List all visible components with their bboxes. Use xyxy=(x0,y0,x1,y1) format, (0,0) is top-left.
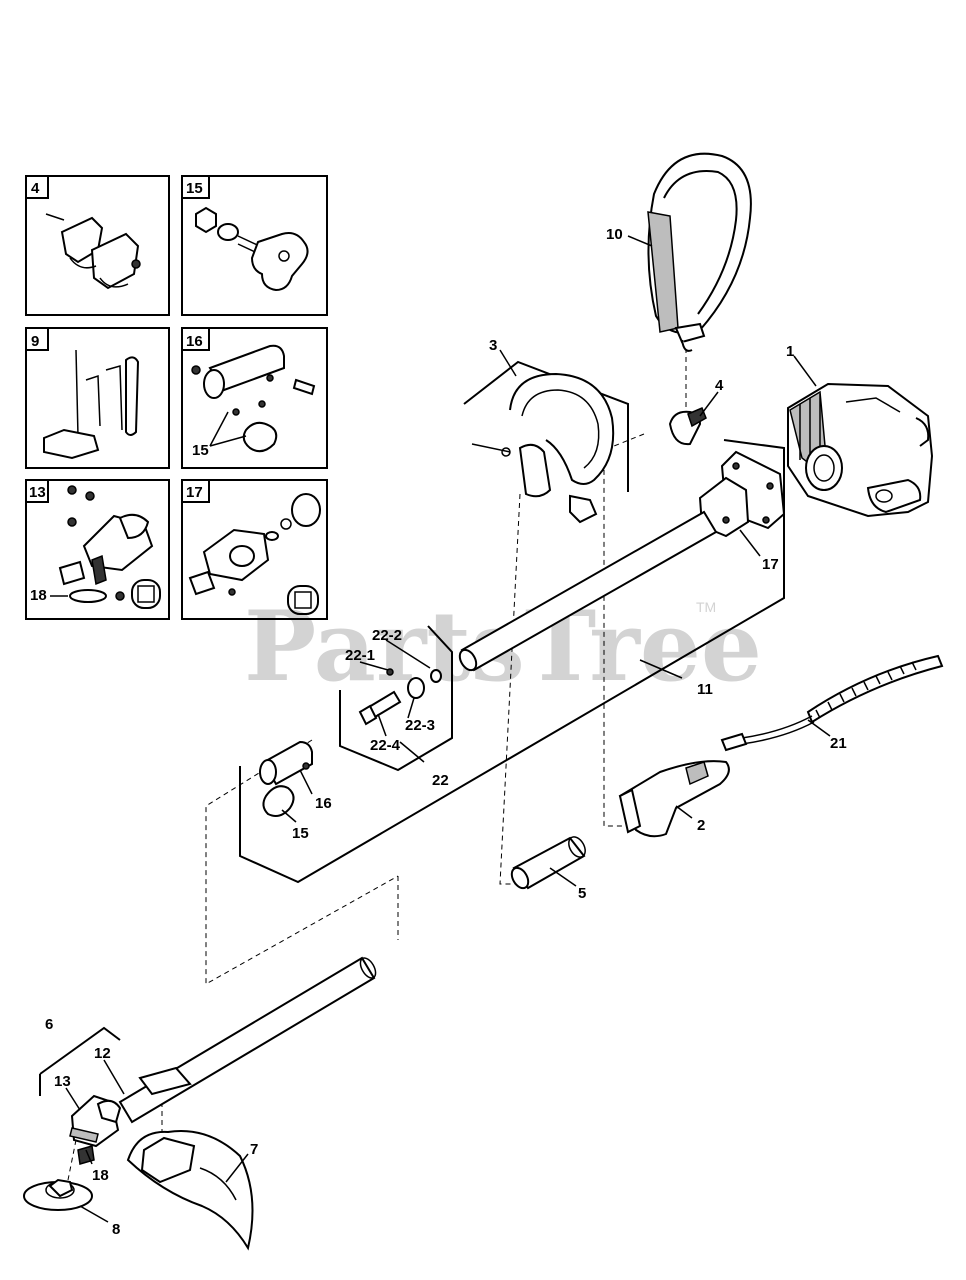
callout-22-2: 22-2 xyxy=(372,627,402,644)
callout-22: 22 xyxy=(432,772,449,789)
clutch-housing-part[interactable] xyxy=(698,450,786,538)
callout-leaders xyxy=(65,235,831,1223)
throttle-cable-part[interactable] xyxy=(720,654,944,752)
tube-clamp-icon xyxy=(191,344,316,453)
knob-part[interactable] xyxy=(262,785,295,817)
debris-shield-part[interactable] xyxy=(126,1130,254,1251)
callout-13: 13 xyxy=(54,1073,71,1090)
inset13-callout-18: 18 xyxy=(30,587,47,604)
coupler-assembly-part[interactable] xyxy=(358,668,442,726)
callout-2: 2 xyxy=(697,817,705,834)
callout-1: 1 xyxy=(786,343,794,360)
clamp-bracket-icon xyxy=(45,213,141,290)
callout-8: 8 xyxy=(112,1221,120,1238)
gearbox-part[interactable] xyxy=(69,1094,122,1148)
callout-3: 3 xyxy=(489,337,497,354)
assembly-frame-22 xyxy=(339,625,453,772)
callout-15: 15 xyxy=(292,825,309,842)
lower-shaft-part[interactable] xyxy=(118,955,379,1124)
callout-17: 17 xyxy=(762,556,779,573)
assembly-frame-6 xyxy=(39,1026,121,1096)
callout-6: 6 xyxy=(45,1016,53,1033)
callout-10: 10 xyxy=(606,226,623,243)
inset-label-13: 13 xyxy=(29,484,46,501)
callout-18: 18 xyxy=(92,1167,109,1184)
callout-21: 21 xyxy=(830,735,847,752)
engine-part[interactable] xyxy=(787,382,934,518)
callout-16: 16 xyxy=(315,795,332,812)
inset-part-13[interactable]: 13 18 xyxy=(25,479,170,620)
inset-part-9[interactable]: 9 xyxy=(25,327,170,469)
watermark-trademark: TM xyxy=(696,599,716,615)
callout-22-3: 22-3 xyxy=(405,717,435,734)
inset-part-16[interactable]: 16 15 xyxy=(181,327,328,469)
strap-clamp-part[interactable] xyxy=(668,407,707,446)
inset-part-17[interactable]: 17 xyxy=(181,479,328,620)
callout-22-4: 22-4 xyxy=(370,737,401,754)
inset-label-17: 17 xyxy=(186,484,203,501)
throttle-handle-part[interactable] xyxy=(618,760,730,838)
inset-label-9: 9 xyxy=(31,333,39,350)
inset-part-4[interactable]: 4 xyxy=(25,175,170,316)
grip-part[interactable] xyxy=(508,834,588,891)
coupler-ring-22-3[interactable] xyxy=(407,677,425,699)
knob-bolt-icon xyxy=(195,206,309,292)
inset-label-4: 4 xyxy=(31,180,40,197)
callout-12: 12 xyxy=(94,1045,111,1062)
trimmer-head-part[interactable] xyxy=(23,1178,93,1211)
upper-shaft-part[interactable] xyxy=(456,510,718,673)
callout-22-1: 22-1 xyxy=(345,647,375,664)
callout-7: 7 xyxy=(250,1141,258,1158)
coupler-bearing-22-2[interactable] xyxy=(430,669,442,683)
gearbox-icon xyxy=(58,485,161,609)
inset-part-15[interactable]: 15 xyxy=(181,175,328,316)
clutch-housing-icon xyxy=(188,493,321,615)
loop-handle-part[interactable] xyxy=(471,372,615,524)
callout-11: 11 xyxy=(697,681,713,698)
inset16-callout-15: 15 xyxy=(192,442,209,459)
assembly-frame-11 xyxy=(239,439,785,884)
tool-kit-icon xyxy=(43,349,140,460)
coupler-tube-part[interactable] xyxy=(259,740,313,786)
callout-5: 5 xyxy=(578,885,586,902)
callout-4: 4 xyxy=(715,377,724,394)
inset-label-15: 15 xyxy=(186,180,203,197)
shoulder-strap-part[interactable] xyxy=(647,152,752,352)
coupler-pin-22-1[interactable] xyxy=(386,668,394,676)
inset-label-16: 16 xyxy=(186,333,203,350)
